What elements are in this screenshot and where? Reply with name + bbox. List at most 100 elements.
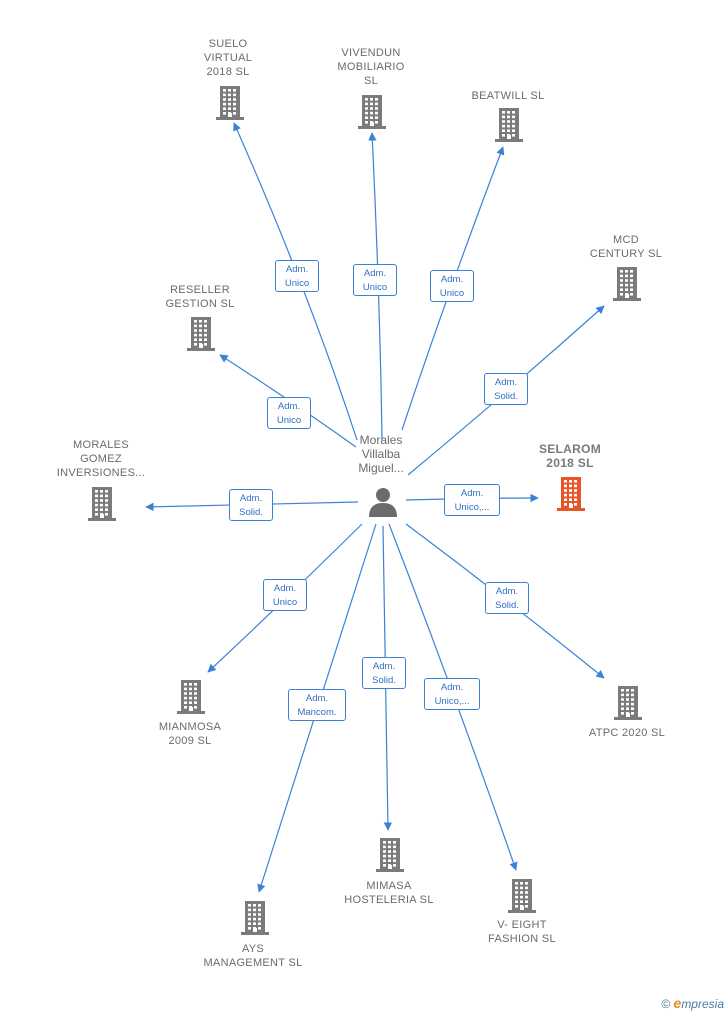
footer-brand[interactable]: © empresia (661, 995, 724, 1011)
building-window (253, 922, 256, 925)
building-window (626, 707, 629, 710)
building-icon[interactable] (216, 86, 244, 120)
building-window (626, 698, 629, 701)
person-icon[interactable] (369, 488, 397, 517)
building-icon[interactable] (376, 838, 404, 872)
role-text: Mancom. (297, 707, 337, 718)
building-window (258, 913, 261, 916)
building-window (520, 895, 523, 899)
role-badge-mianmosa[interactable]: Adm.Unico (263, 579, 307, 611)
company-name-line: MIANMOSA (158, 721, 222, 733)
building-window (569, 493, 572, 497)
building-icon[interactable] (508, 879, 536, 913)
building-window (564, 498, 567, 501)
building-window (248, 922, 251, 925)
role-badge-v-eight[interactable]: Adm.Unico,... (424, 678, 480, 710)
building-window (569, 484, 572, 488)
building-window (204, 324, 207, 328)
company-name-atpc[interactable]: ATPC 2020 SL (557, 726, 697, 740)
building-window (625, 279, 628, 282)
building-window (375, 98, 378, 101)
company-name-line: 2018 SL (206, 66, 250, 78)
building-window (194, 701, 197, 704)
building-window (507, 120, 510, 123)
company-name-reseller-gestion[interactable]: RESELLER GESTION SL (130, 283, 270, 311)
building-window (621, 698, 624, 701)
role-badge-mimasa[interactable]: Adm.Solid. (362, 657, 406, 689)
company-name-line: RESELLER (170, 284, 230, 296)
role-badge-morales-gomez[interactable]: Adm.Solid. (229, 489, 273, 521)
building-window (199, 320, 202, 323)
building-window (365, 116, 368, 119)
building-door (625, 294, 629, 298)
role-badge-vivendun[interactable]: Adm.Unico (353, 264, 397, 296)
building-window (393, 864, 396, 867)
building-window (564, 489, 567, 492)
company-name-beatwill[interactable]: BEATWILL SL (438, 89, 578, 103)
role-badge-suelo-virtual[interactable]: Adm.Unico (275, 260, 319, 292)
building-icon[interactable] (187, 317, 215, 351)
role-badge-selarom[interactable]: Adm.Unico,... (444, 484, 500, 516)
building-window (625, 274, 628, 278)
company-name-line: MOBILIARIO (337, 61, 405, 73)
building-window (199, 324, 202, 328)
building-icon[interactable] (241, 901, 269, 935)
building-icon[interactable] (358, 95, 386, 129)
building-window (512, 134, 515, 137)
building-base (614, 717, 642, 720)
building-window (248, 908, 251, 912)
building-base (557, 508, 585, 511)
building-window (502, 134, 505, 137)
building-icon[interactable] (614, 686, 642, 720)
building-window (370, 116, 373, 119)
role-badge-beatwill[interactable]: Adm.Unico (430, 270, 474, 302)
building-window (625, 283, 628, 287)
building-window (388, 850, 391, 853)
company-name-line: MCD (613, 234, 639, 246)
building-window (184, 692, 187, 695)
building-window (95, 490, 98, 493)
role-text: Adm. (277, 401, 301, 412)
building-icon[interactable] (177, 680, 205, 714)
role-badge-atpc[interactable]: Adm.Solid. (485, 582, 529, 614)
building-window (525, 882, 528, 885)
building-window (393, 841, 396, 844)
building-icon[interactable] (613, 267, 641, 301)
building-window (515, 882, 518, 885)
building-window (631, 702, 634, 706)
building-window (204, 320, 207, 323)
building-window (525, 895, 528, 899)
building-window (105, 499, 108, 502)
building-icon[interactable] (88, 487, 116, 521)
building-window (194, 324, 197, 328)
role-text: Adm. (495, 586, 519, 597)
building-icon[interactable] (495, 108, 523, 142)
building-window (507, 124, 510, 128)
building-window (365, 111, 368, 115)
company-name-line: GESTION SL (165, 298, 235, 310)
building-window (383, 859, 386, 862)
company-name-line: MIMASA (366, 880, 412, 892)
role-badge-mcd-century[interactable]: Adm.Solid. (484, 373, 528, 405)
building-window (204, 329, 207, 332)
role-text: Adm. (494, 377, 518, 388)
building-window (630, 279, 633, 282)
building-window (223, 102, 226, 106)
building-icon[interactable] (557, 477, 585, 511)
building-window (621, 689, 624, 692)
role-badge-reseller-gestion[interactable]: Adm.Unico (267, 397, 311, 429)
building-window (630, 283, 633, 287)
building-window (194, 692, 197, 695)
role-badge-ays[interactable]: Adm.Mancom. (288, 689, 346, 721)
building-window (383, 850, 386, 853)
